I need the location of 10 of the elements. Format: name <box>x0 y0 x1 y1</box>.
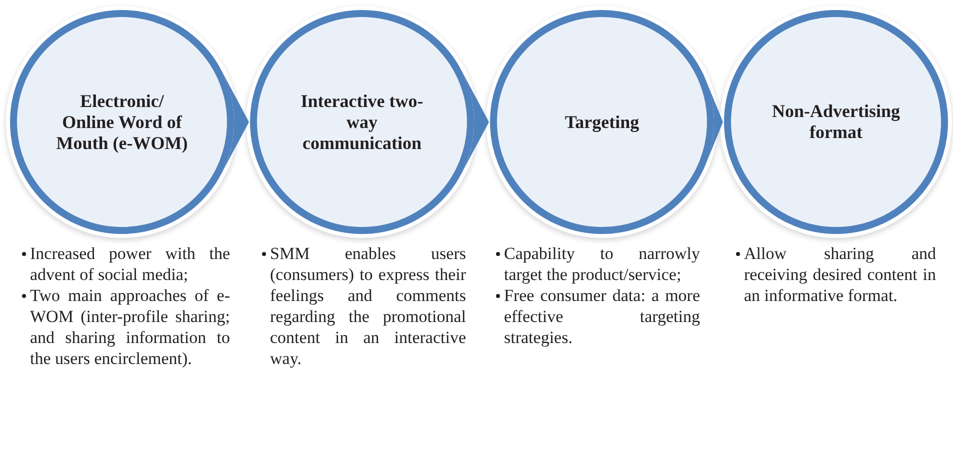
bullet-text: Free consumer data: a more effective targeting strategies. <box>504 285 700 348</box>
bullet-text: Allow sharing and receiving desired content in an informative format. <box>744 243 936 306</box>
bullet-text: SMM enables users (consumers) to express their feelings and comments regarding the promotional content in an interactive way. <box>270 243 466 369</box>
step-title: Targeting <box>564 112 640 132</box>
bullet-text: Capability to narrowly target the product/service; <box>504 243 700 285</box>
step-title: Electronic/ Online Word of Mouth (e-WOM) <box>55 90 189 154</box>
step-title: Interactive two-way communication <box>300 90 424 154</box>
bullet-text: Two main approaches of e-WOM (inter-profile sharing; and sharing information to the users encirclement). <box>30 285 230 369</box>
step-title: Non-Advertising format <box>770 101 901 143</box>
bullet-text: Increased power with the advent of social media; <box>30 243 230 285</box>
